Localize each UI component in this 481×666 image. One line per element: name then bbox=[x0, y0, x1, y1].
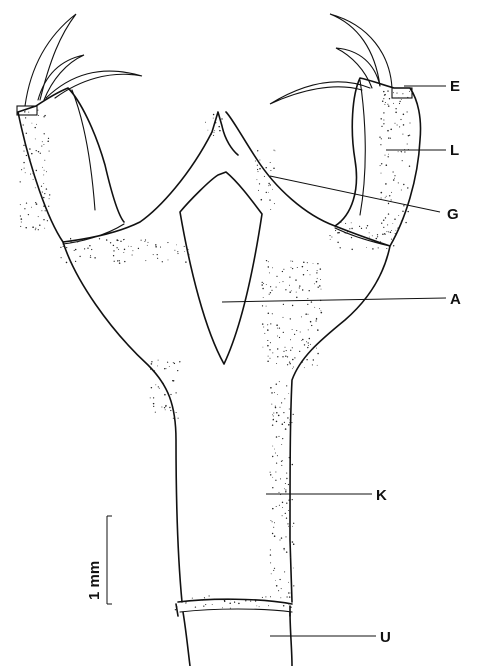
lower-segment-top bbox=[180, 609, 292, 612]
label-A: A bbox=[450, 291, 461, 308]
lower-segment bbox=[183, 612, 292, 666]
leader-A bbox=[222, 298, 446, 302]
left-coxa bbox=[18, 88, 124, 242]
left-coxa-inner bbox=[72, 90, 95, 210]
right-claw-upper bbox=[330, 14, 392, 88]
central-opening bbox=[180, 172, 262, 364]
right-tip-segment bbox=[392, 88, 412, 98]
label-L: L bbox=[450, 142, 459, 159]
right-coxa bbox=[335, 78, 421, 246]
scale-bar: 1 mm bbox=[86, 516, 112, 604]
stipple-shading bbox=[20, 90, 411, 610]
segment-boundary bbox=[176, 599, 292, 616]
label-K: K bbox=[376, 487, 387, 504]
label-U: U bbox=[380, 629, 391, 646]
left-claw-lower bbox=[46, 71, 142, 98]
label-E: E bbox=[450, 78, 460, 95]
label-G: G bbox=[447, 206, 459, 223]
scale-bar-label: 1 mm bbox=[86, 561, 103, 600]
